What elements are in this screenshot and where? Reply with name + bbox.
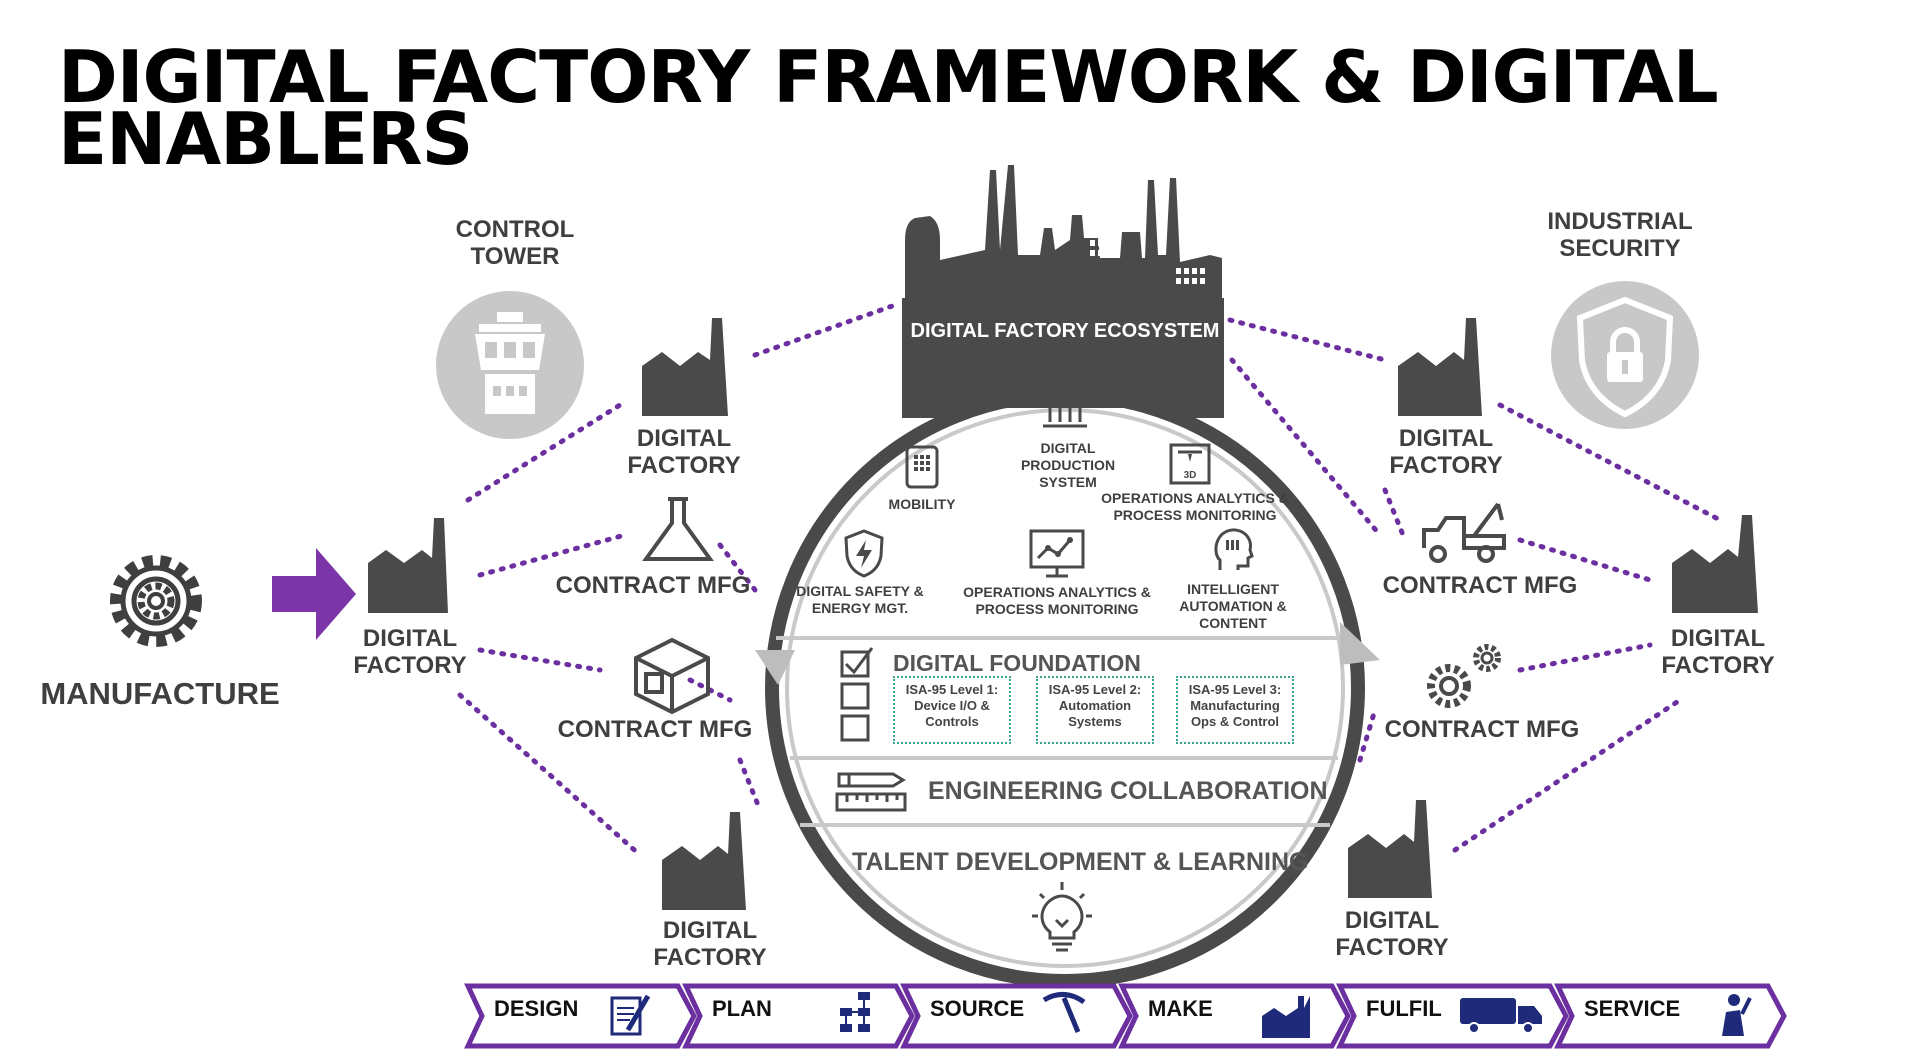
left-digital-factory-bottom: DIGITAL FACTORY: [653, 917, 767, 971]
arrow-right-icon: [272, 548, 356, 640]
step-plan: PLAN: [712, 996, 772, 1021]
manufacture-label: MANUFACTURE: [40, 676, 280, 711]
mobility-label: MOBILITY: [888, 496, 956, 512]
left-digital-factory-top: DIGITAL FACTORY: [627, 425, 741, 479]
shield-bolt-icon: [844, 529, 884, 578]
engineering-collaboration-label: ENGINEERING COLLABORATION: [928, 777, 1328, 805]
left-digital-factory-main: DIGITAL FACTORY: [353, 625, 467, 679]
control-tower-label: CONTROL TOWER: [455, 216, 575, 270]
gears-icon: [1427, 644, 1501, 708]
tow-truck-icon: [1422, 502, 1506, 563]
ecosystem-label: DIGITAL FACTORY ECOSYSTEM: [910, 320, 1220, 342]
flowchart-icon: [840, 992, 870, 1032]
factory-make-icon: [1262, 996, 1310, 1038]
digital-foundation-title: DIGITAL FOUNDATION: [893, 650, 1141, 676]
pencil-ruler-icon: [835, 772, 907, 812]
isa-level-3: ISA-95 Level 3: Manufacturing Ops & Cont…: [1176, 676, 1294, 744]
printer-3d-icon: 3D: [1169, 443, 1211, 485]
factory-icon: [1672, 515, 1758, 613]
institution-icon: [1042, 387, 1088, 428]
gear-icon: [110, 555, 202, 647]
factory-icon: [1398, 318, 1482, 416]
intelligent-automation-label: INTELLIGENT AUTOMATION & CONTENT: [1179, 581, 1287, 631]
left-contract-mfg-1: CONTRACT MFG: [555, 572, 751, 599]
value-chain-bar: [464, 983, 1787, 1049]
ops-analytics-mid-label: OPERATIONS ANALYTICS & PROCESS MONITORIN…: [963, 584, 1151, 617]
right-contract-mfg-1: CONTRACT MFG: [1382, 572, 1578, 599]
control-tower-icon: [436, 291, 584, 439]
isa-level-1: ISA-95 Level 1: Device I/O & Controls: [893, 676, 1011, 744]
box-icon: [634, 637, 710, 714]
ops-analytics-top-label: OPERATIONS ANALYTICS & PROCESS MONITORIN…: [1101, 490, 1289, 523]
isa-level-2: ISA-95 Level 2: Automation Systems: [1036, 676, 1154, 744]
svg-text:3D: 3D: [1184, 470, 1197, 481]
pickaxe-icon: [1042, 992, 1086, 1033]
safety-label: DIGITAL SAFETY & ENERGY MGT.: [796, 583, 924, 616]
left-contract-mfg-2: CONTRACT MFG: [557, 716, 753, 743]
right-digital-factory-bottom: DIGITAL FACTORY: [1335, 907, 1449, 961]
step-fulfil: FULFIL: [1366, 996, 1442, 1021]
right-digital-factory-main: DIGITAL FACTORY: [1661, 625, 1775, 679]
right-contract-mfg-2: CONTRACT MFG: [1384, 716, 1580, 743]
dps-label: DIGITAL PRODUCTION SYSTEM: [1020, 440, 1116, 490]
checklist-icon: [840, 647, 874, 742]
flask-icon: [642, 497, 714, 561]
step-source: SOURCE: [930, 996, 1025, 1021]
page-title: DIGITAL FACTORY FRAMEWORK & DIGITAL ENAB…: [58, 35, 1719, 181]
tablet-icon: [905, 445, 939, 489]
truck-icon: [1460, 998, 1542, 1034]
factory-icon: [642, 318, 728, 416]
step-design: DESIGN: [494, 996, 579, 1021]
step-make: MAKE: [1148, 996, 1213, 1021]
wrench-person-icon: [1722, 994, 1752, 1036]
talent-development-label: TALENT DEVELOPMENT & LEARNING: [852, 848, 1309, 876]
monitor-analytics-icon: [1029, 529, 1085, 578]
factory-icon: [1348, 800, 1432, 898]
factory-icon: [368, 518, 448, 613]
robot-head-icon: [1214, 528, 1254, 570]
factory-icon: [662, 812, 746, 910]
industrial-security-label: INDUSTRIAL SECURITY: [1547, 208, 1693, 262]
shield-lock-icon: [1551, 281, 1699, 429]
lightbulb-icon: [1032, 882, 1092, 952]
right-digital-factory-top: DIGITAL FACTORY: [1389, 425, 1503, 479]
clipboard-pen-icon: [610, 994, 651, 1036]
step-service: SERVICE: [1584, 996, 1681, 1021]
